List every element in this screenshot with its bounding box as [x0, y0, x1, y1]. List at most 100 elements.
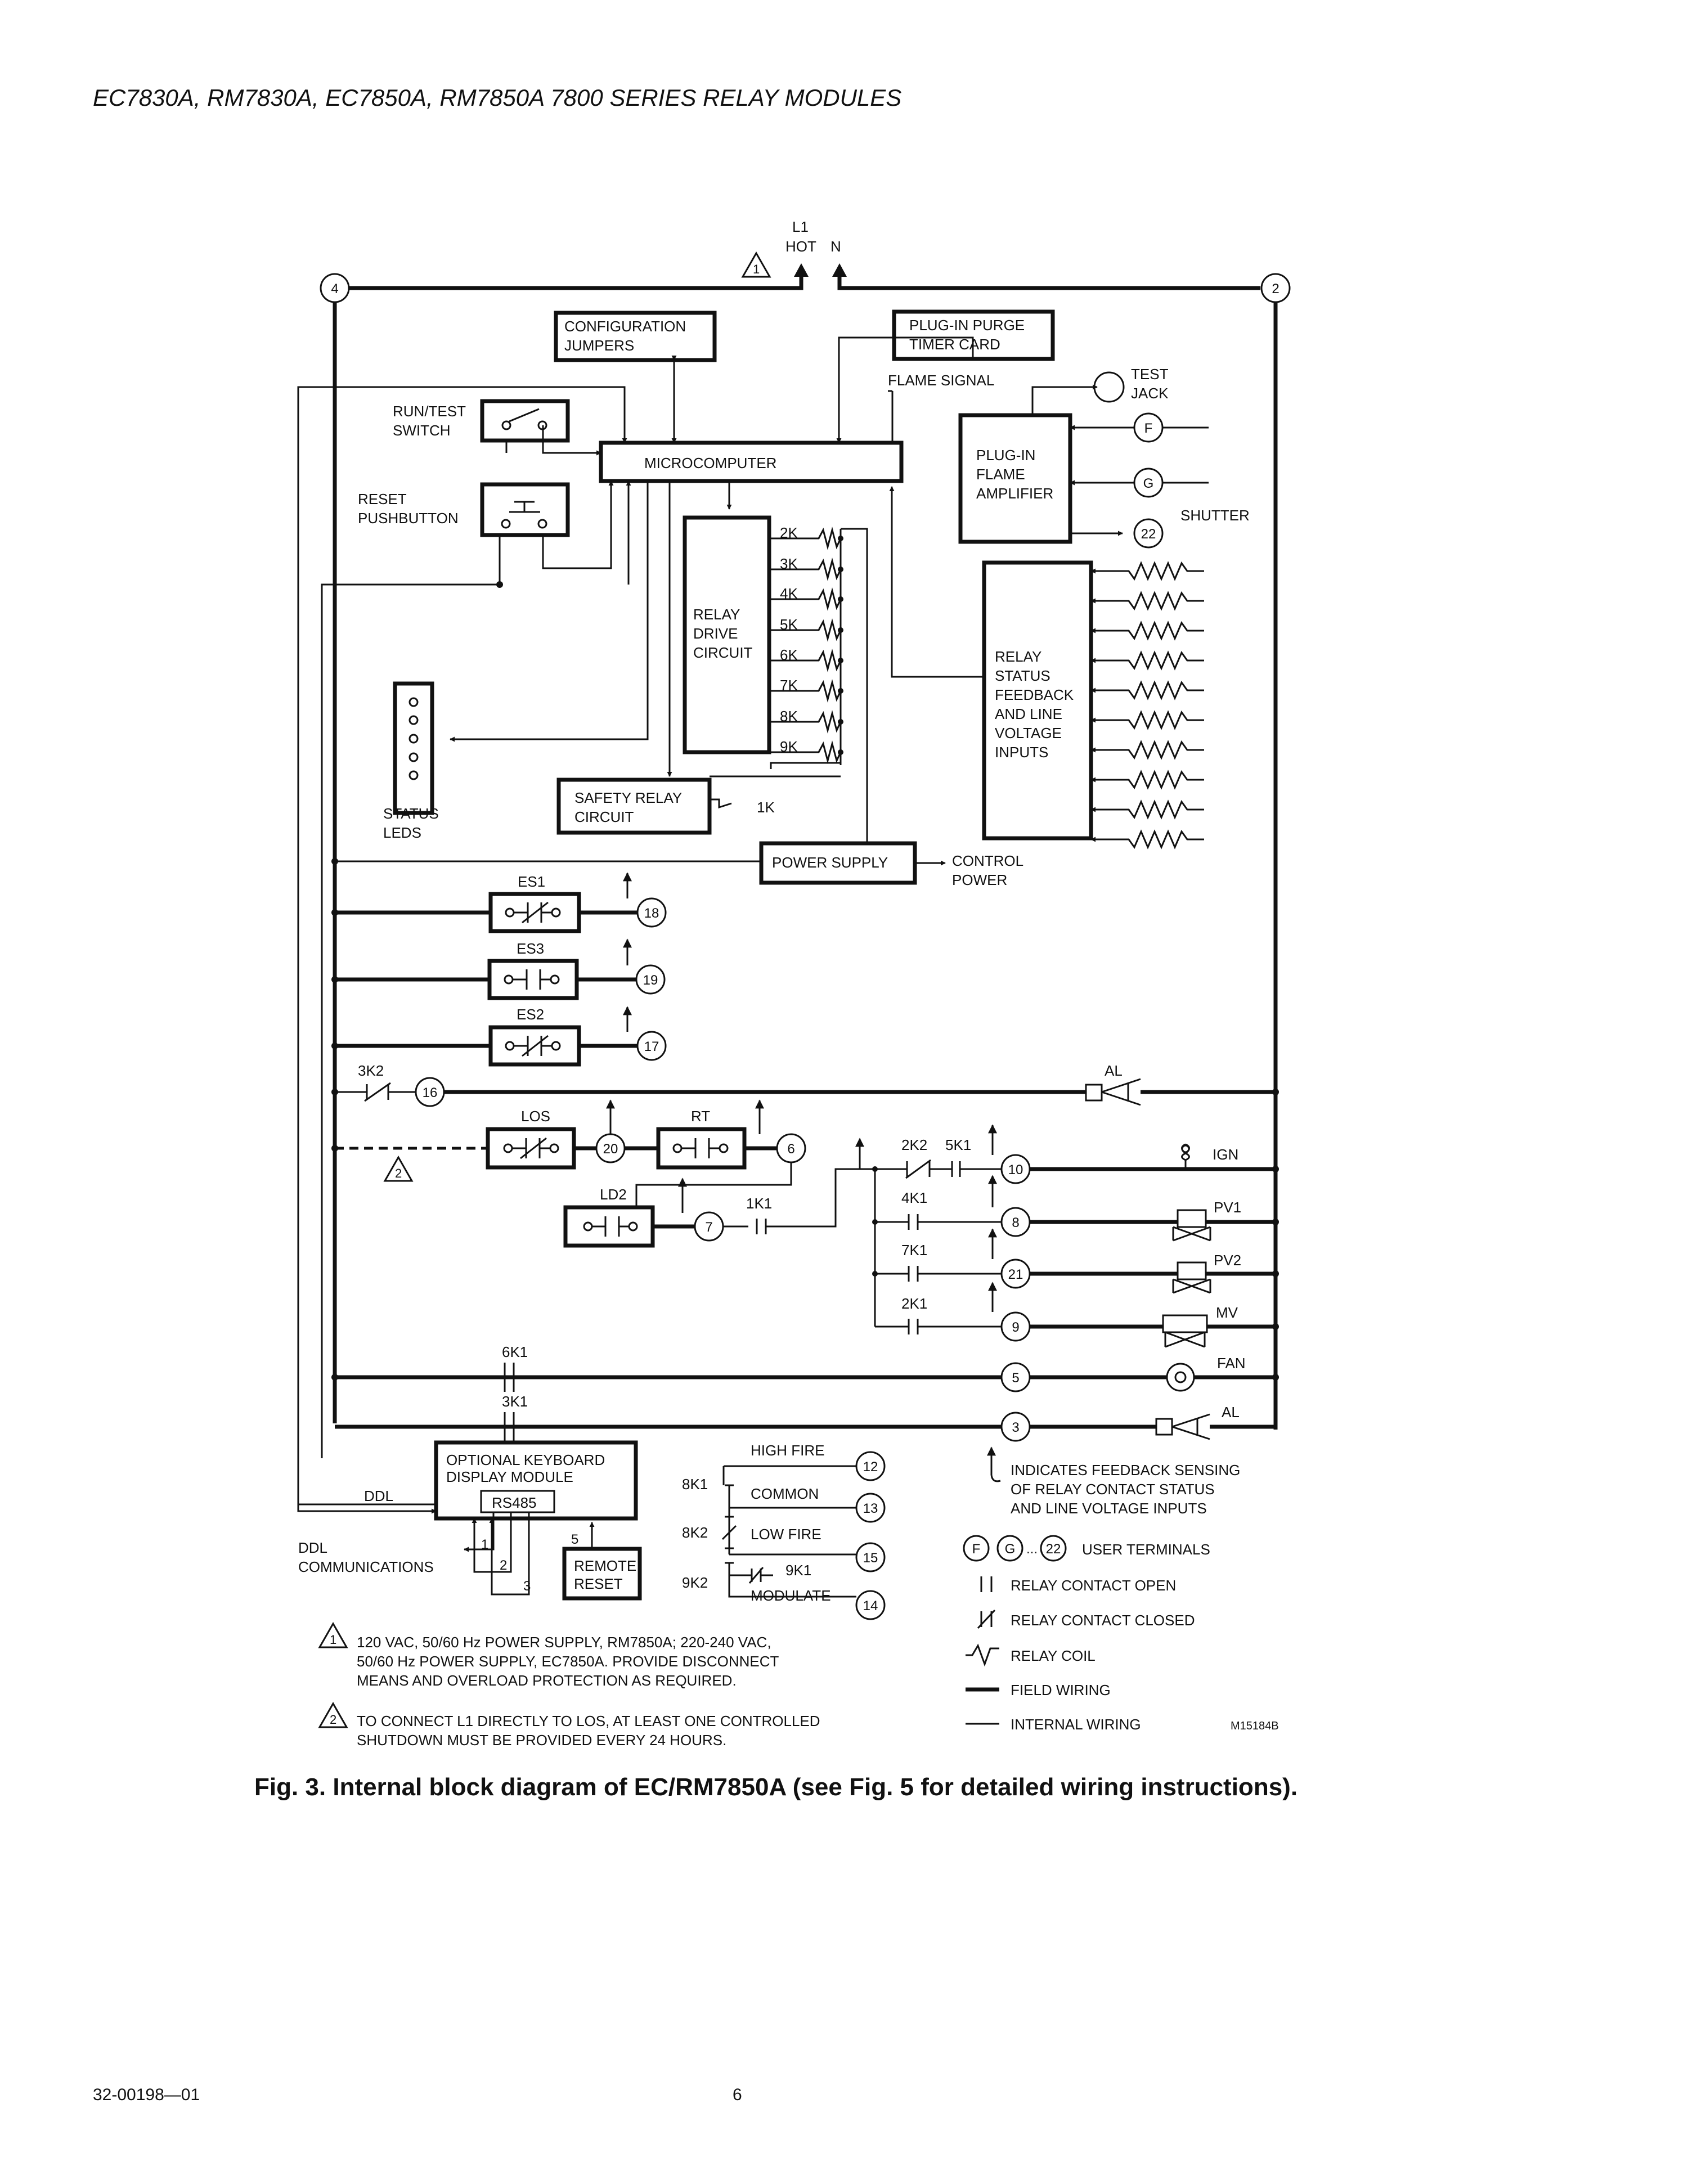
svg-text:DDL: DDL	[298, 1539, 327, 1556]
svg-text:4: 4	[331, 281, 338, 296]
svg-text:F: F	[972, 1542, 981, 1557]
terminal-13[interactable]: 13	[855, 1493, 886, 1523]
svg-text:2: 2	[395, 1166, 402, 1180]
svg-text:VOLTAGE: VOLTAGE	[995, 725, 1062, 742]
svg-text:18: 18	[644, 906, 659, 921]
svg-text:50/60 Hz POWER SUPPLY, EC7850A: 50/60 Hz POWER SUPPLY, EC7850A. PROVIDE …	[357, 1653, 779, 1670]
svg-text:AND LINE: AND LINE	[995, 705, 1062, 722]
svg-text:G: G	[1143, 476, 1154, 491]
relay-coil-label: 3K	[780, 555, 798, 572]
svg-text:8K1: 8K1	[682, 1476, 708, 1493]
terminal-17[interactable]: 17	[636, 1031, 667, 1061]
svg-text:MV: MV	[1216, 1304, 1238, 1321]
svg-text:TO CONNECT L1 DIRECTLY TO LOS,: TO CONNECT L1 DIRECTLY TO LOS, AT LEAST …	[357, 1713, 820, 1729]
terminal-8[interactable]: 8	[1000, 1207, 1031, 1237]
status-input-coil	[1090, 680, 1204, 700]
pv2-valve-icon	[1177, 1261, 1207, 1280]
svg-text:PV1: PV1	[1214, 1199, 1241, 1216]
svg-text:9K2: 9K2	[682, 1574, 708, 1591]
terminal-6[interactable]: 6	[776, 1133, 806, 1163]
terminal-10[interactable]: 10	[1000, 1154, 1031, 1184]
relay-coil-label: 4K	[780, 585, 798, 602]
svg-text:POWER SUPPLY: POWER SUPPLY	[772, 854, 888, 871]
svg-text:1: 1	[330, 1633, 336, 1647]
svg-text:HIGH FIRE: HIGH FIRE	[751, 1442, 824, 1459]
svg-text:15: 15	[863, 1551, 878, 1566]
terminal-3[interactable]: 3	[1000, 1412, 1031, 1442]
terminal-14[interactable]: 14	[855, 1590, 886, 1620]
terminal-19[interactable]: 19	[635, 964, 666, 995]
svg-text:22: 22	[1141, 527, 1156, 542]
svg-text:CONTROL: CONTROL	[952, 852, 1023, 869]
svg-text:16: 16	[423, 1085, 438, 1100]
svg-text:2K1: 2K1	[901, 1295, 927, 1312]
svg-text:9: 9	[1012, 1320, 1019, 1335]
neutral-rail	[837, 273, 1260, 290]
terminal-F[interactable]: F	[1133, 412, 1164, 443]
status-input-coil	[1090, 591, 1204, 611]
svg-text:12: 12	[863, 1459, 878, 1475]
svg-text:1: 1	[753, 262, 760, 276]
alarm-top-icon	[1085, 1084, 1103, 1102]
svg-text:5K1: 5K1	[945, 1136, 971, 1153]
terminal-18[interactable]: 18	[636, 897, 667, 928]
configuration-jumpers-block	[554, 311, 717, 362]
terminal-G[interactable]: G	[1133, 468, 1164, 498]
svg-text:SAFETY RELAY: SAFETY RELAY	[574, 789, 682, 806]
terminal-7[interactable]: 7	[694, 1211, 724, 1242]
svg-text:3: 3	[523, 1579, 531, 1594]
microcomputer-block	[599, 441, 904, 483]
svg-text:DDL: DDL	[364, 1488, 393, 1504]
svg-text:RELAY: RELAY	[693, 606, 740, 623]
svg-text:21: 21	[1008, 1267, 1023, 1282]
es1-switch	[488, 892, 581, 933]
terminal-2[interactable]: 2	[1260, 273, 1291, 303]
footnote-2: 2 TO CONNECT L1 DIRECTLY TO LOS, AT LEAS…	[318, 1701, 820, 1749]
terminal-9[interactable]: 9	[1000, 1311, 1031, 1342]
terminal-15[interactable]: 15	[855, 1542, 886, 1572]
terminal-5[interactable]: 5	[1000, 1362, 1031, 1392]
relay-coil-label: 6K	[780, 646, 798, 663]
terminal-12[interactable]: 12	[855, 1451, 886, 1481]
svg-text:MEANS AND OVERLOAD PROTECTION: MEANS AND OVERLOAD PROTECTION AS REQUIRE…	[357, 1672, 737, 1689]
svg-text:7: 7	[705, 1220, 712, 1235]
svg-text:2: 2	[330, 1713, 336, 1727]
terminal-21[interactable]: 21	[1000, 1259, 1031, 1289]
svg-text:8K2: 8K2	[682, 1524, 708, 1541]
svg-text:1K: 1K	[757, 799, 775, 816]
svg-text:RS485: RS485	[492, 1494, 537, 1511]
terminal-4[interactable]: 4	[320, 273, 350, 303]
svg-text:CIRCUIT: CIRCUIT	[693, 644, 753, 661]
status-input-coil	[1090, 770, 1204, 790]
terminal-20[interactable]: 20	[595, 1133, 626, 1163]
svg-text:7K1: 7K1	[901, 1242, 927, 1259]
status-input-coil	[1090, 710, 1204, 730]
page-header: EC7830A, RM7830A, EC7850A, RM7850A 7800 …	[93, 84, 902, 111]
l1-hot-rail	[347, 273, 803, 290]
svg-text:PLUG-IN PURGE: PLUG-IN PURGE	[909, 317, 1025, 334]
svg-text:5: 5	[1012, 1370, 1019, 1386]
svg-text:JACK: JACK	[1131, 385, 1169, 402]
terminal-22[interactable]: 22	[1133, 518, 1164, 549]
svg-text:1: 1	[481, 1537, 488, 1552]
l1-arrow	[794, 263, 809, 277]
status-input-coil	[1090, 561, 1204, 581]
relay-coil-label: 8K	[780, 708, 798, 725]
svg-text:LEDS: LEDS	[383, 824, 421, 841]
svg-text:LOW FIRE: LOW FIRE	[751, 1526, 821, 1543]
svg-text:3: 3	[1012, 1420, 1019, 1435]
svg-text:AL: AL	[1105, 1062, 1123, 1079]
svg-text:SWITCH: SWITCH	[393, 422, 451, 439]
keyboard-display-module	[434, 1440, 638, 1521]
run-test-switch	[480, 399, 570, 443]
svg-text:IGN: IGN	[1213, 1146, 1238, 1163]
svg-text:2: 2	[500, 1558, 507, 1573]
terminal-16[interactable]: 16	[415, 1077, 445, 1107]
svg-text:PV2: PV2	[1214, 1252, 1241, 1269]
svg-text:RUN/TEST: RUN/TEST	[393, 403, 466, 420]
svg-text:JUMPERS: JUMPERS	[564, 337, 634, 354]
svg-text:DRIVE: DRIVE	[693, 625, 738, 642]
svg-text:20: 20	[603, 1142, 618, 1157]
svg-text:SHUTTER: SHUTTER	[1180, 507, 1250, 524]
